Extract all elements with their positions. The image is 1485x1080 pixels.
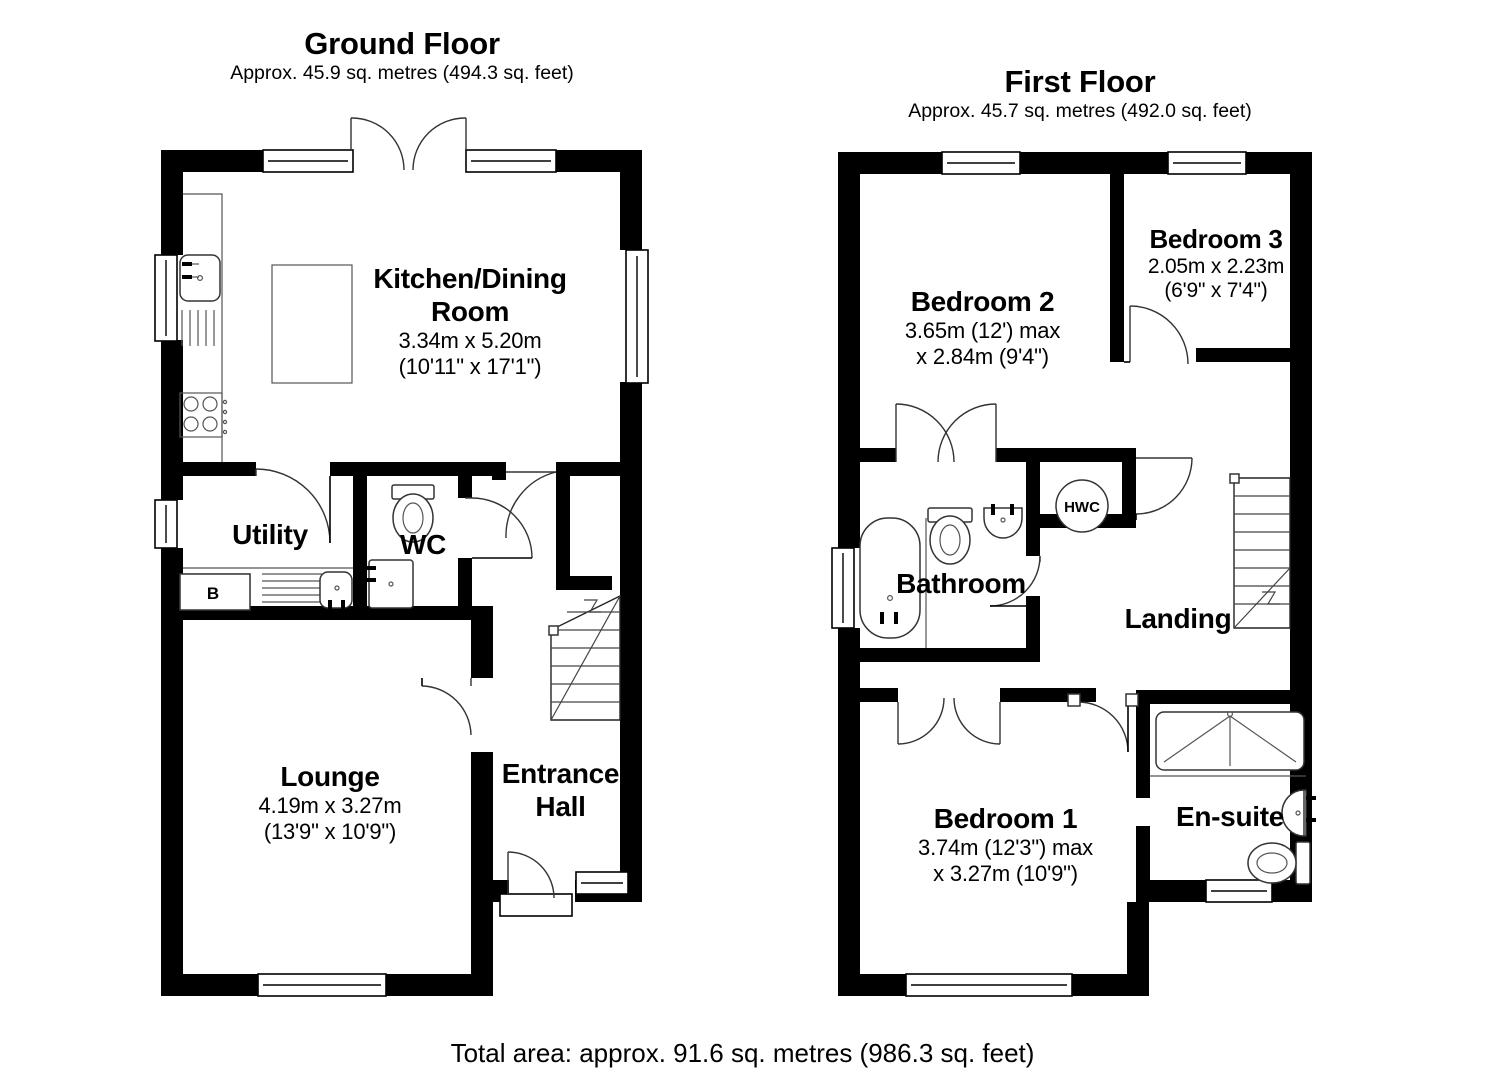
boiler-label: B	[207, 584, 219, 603]
wc-name: WC	[399, 529, 447, 560]
total-area-text: Total area: approx. 91.6 sq. metres (986…	[450, 1038, 1035, 1068]
bedroom-1-dim-metric: 3.74m (12'3") max	[918, 835, 1093, 861]
bedroom-2-dim-metric: 3.65m (12') max	[904, 318, 1061, 344]
room-label-bedroom-2: Bedroom 2 3.65m (12') max x 2.84m (9'4")	[880, 285, 1085, 370]
ground-floor-doors	[255, 117, 573, 917]
room-label-kitchen-dining: Kitchen/Dining Room 3.34m x 5.20m (10'11…	[330, 262, 610, 380]
room-label-en-suite: En-suite	[1160, 800, 1300, 833]
entrance-hall-name-line1: Entrance	[501, 758, 620, 789]
kitchen-dining-dim-imperial: (10'11" x 17'1")	[398, 354, 542, 380]
kitchen-fixtures	[179, 193, 353, 462]
room-label-bedroom-1: Bedroom 1 3.74m (12'3") max x 3.27m (10'…	[898, 802, 1113, 887]
bathroom-fixtures	[859, 504, 1023, 648]
boiler-tag: B	[179, 573, 251, 611]
lounge-dim-metric: 4.19m x 3.27m	[258, 793, 402, 819]
first-internal-walls	[838, 174, 1312, 902]
first-floor-plan-drawing: HWC	[179, 151, 1316, 997]
landing-name: Landing	[1124, 603, 1232, 634]
room-label-utility: Utility	[180, 518, 360, 551]
utility-name: Utility	[232, 519, 308, 550]
ground-floor-title: Ground Floor	[304, 26, 500, 61]
wc-fixtures	[366, 484, 435, 609]
bedroom-3-dim-metric: 2.05m x 2.23m	[1147, 254, 1285, 278]
lounge-dim-imperial: (13'9" x 10'9")	[263, 818, 397, 844]
room-label-bathroom: Bathroom	[866, 567, 1056, 600]
en-suite-fixtures	[1150, 710, 1316, 885]
entrance-hall-name-line2: Hall	[535, 791, 586, 823]
bedroom-3-name: Bedroom 3	[1149, 224, 1283, 254]
room-label-entrance-hall: Entrance Hall	[478, 757, 643, 823]
room-label-wc: WC	[368, 528, 478, 561]
ground-internal-walls	[161, 462, 642, 902]
room-label-lounge: Lounge 4.19m x 3.27m (13'9" x 10'9")	[225, 760, 435, 845]
hot-water-cylinder: HWC	[1055, 479, 1109, 533]
bathroom-name: Bathroom	[896, 568, 1026, 599]
hwc-label: HWC	[1064, 499, 1100, 516]
first-floor-windows	[831, 151, 1273, 997]
ground-floor-windows	[154, 149, 649, 997]
first-floor-doors	[895, 305, 1193, 753]
en-suite-name: En-suite	[1175, 801, 1285, 832]
room-label-landing: Landing	[1108, 602, 1248, 635]
bedroom-2-dim-imperial: x 2.84m (9'4")	[916, 343, 1049, 369]
first-floor-subtitle: Approx. 45.7 sq. metres (492.0 sq. feet)	[908, 100, 1252, 122]
bedroom-1-name: Bedroom 1	[933, 803, 1078, 834]
ground-floor-stairs	[548, 594, 621, 721]
lounge-name: Lounge	[280, 761, 380, 792]
ground-floor-subtitle: Approx. 45.9 sq. metres (494.3 sq. feet)	[230, 62, 574, 84]
bedroom-1-dim-imperial: x 3.27m (10'9")	[933, 860, 1078, 886]
kitchen-dining-name-line1: Kitchen/Dining	[373, 263, 567, 294]
bedroom-2-name: Bedroom 2	[910, 286, 1055, 317]
kitchen-dining-name-line2: Room	[430, 296, 510, 328]
first-floor-stairs	[1229, 473, 1291, 629]
kitchen-dining-dim-metric: 3.34m x 5.20m	[398, 328, 542, 354]
first-floor-title: First Floor	[1004, 64, 1156, 99]
room-label-bedroom-3: Bedroom 3 2.05m x 2.23m (6'9" x 7'4")	[1122, 224, 1310, 304]
bedroom-3-dim-imperial: (6'9" x 7'4")	[1164, 279, 1268, 303]
